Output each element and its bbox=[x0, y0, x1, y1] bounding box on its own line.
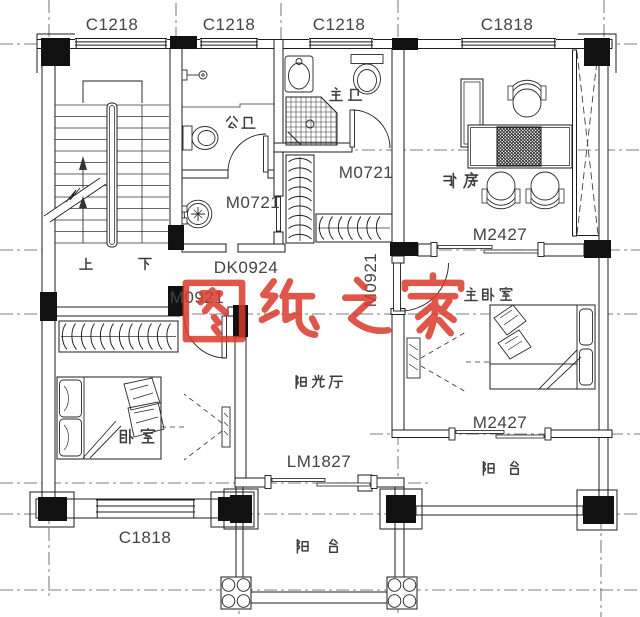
window-symbol bbox=[461, 38, 556, 49]
sliding-door bbox=[455, 430, 545, 439]
room-label-bedroom bbox=[119, 427, 156, 445]
sliding-door bbox=[437, 245, 539, 254]
wardrobe bbox=[315, 213, 393, 243]
study-furniture bbox=[460, 78, 573, 210]
corner-outlines bbox=[29, 33, 618, 531]
master-bedroom-furniture bbox=[406, 304, 596, 393]
room-labels bbox=[79, 87, 519, 554]
columns bbox=[38, 36, 614, 524]
door-label-m0721-masterbath: M0721 bbox=[339, 163, 393, 182]
window-label-c1818-top: C1818 bbox=[481, 15, 534, 34]
wardrobe bbox=[285, 154, 315, 244]
column-symbol bbox=[386, 576, 418, 610]
chair bbox=[525, 171, 565, 210]
stair-label-down bbox=[138, 257, 152, 271]
column-symbol bbox=[220, 576, 252, 610]
doors bbox=[183, 109, 552, 489]
bedroom-furniture bbox=[56, 376, 231, 461]
wardrobe bbox=[58, 320, 179, 353]
door-label-lm1827: LM1827 bbox=[287, 452, 351, 471]
window-label-c1218-2: C1218 bbox=[203, 15, 256, 34]
column-symbols bbox=[220, 576, 418, 610]
window-label-c1818-bottom: C1818 bbox=[119, 528, 172, 547]
room-label-master-bath bbox=[329, 87, 363, 102]
wardrobes bbox=[58, 154, 393, 353]
stair-label-up bbox=[79, 257, 93, 270]
chair bbox=[481, 171, 521, 210]
room-label-master-bedroom bbox=[464, 286, 513, 302]
opening-label-dk0924: DK0924 bbox=[214, 258, 278, 277]
room-label-study bbox=[443, 172, 479, 189]
room-label-sun-hall bbox=[295, 374, 344, 389]
window-symbol bbox=[75, 38, 167, 49]
window-symbol bbox=[309, 38, 373, 49]
door-label-m2427-study: M2427 bbox=[473, 225, 527, 244]
window-label-c1218-3: C1218 bbox=[313, 15, 366, 34]
door-label-m0721-washroom: M0721 bbox=[226, 193, 280, 212]
window-label-c1218-1: C1218 bbox=[86, 15, 139, 34]
door-label-m0921-master: M0921 bbox=[361, 253, 380, 307]
window-symbol bbox=[96, 499, 195, 519]
stairs bbox=[43, 80, 169, 248]
room-label-balcony-bottom bbox=[296, 538, 338, 554]
door-label-m2427-balcony: M2427 bbox=[473, 413, 527, 432]
sliding-door bbox=[271, 478, 371, 487]
room-label-balcony-right bbox=[482, 460, 519, 476]
chair bbox=[507, 79, 547, 118]
opening-labels: C1218 C1218 C1218 C1818 C1818 M0721 M072… bbox=[86, 15, 534, 547]
watermark bbox=[182, 272, 465, 343]
room-label-public-bath bbox=[225, 115, 256, 129]
window-symbol bbox=[200, 38, 258, 49]
windows bbox=[75, 38, 556, 519]
